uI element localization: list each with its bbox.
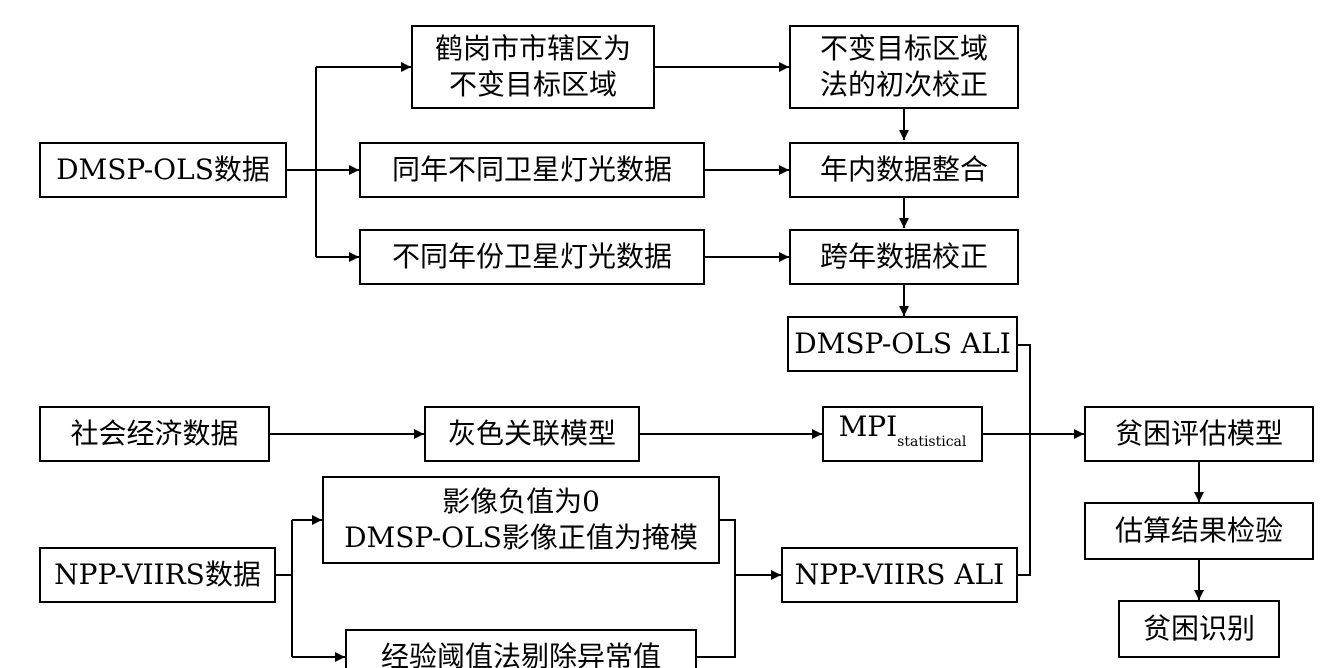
connector-npp-ali-to-model [1018, 434, 1031, 576]
node-diff-year-data: 不同年份卫星灯光数据 [359, 229, 705, 285]
node-poverty-identify: 贫困识别 [1118, 600, 1280, 658]
connector-threshold-to-merge [697, 575, 736, 658]
node-npp-data: NPP-VIIRS数据 [39, 547, 276, 603]
node-pif-correction: 不变目标区域 法的初次校正 [789, 25, 1019, 109]
node-same-year-data: 同年不同卫星灯光数据 [359, 142, 705, 198]
connector-dmsp-ali-to-model [1018, 344, 1031, 434]
node-mask: 影像负值为0 DMSP-OLS影像正值为掩模 [322, 476, 720, 564]
node-threshold: 经验阈值法剔除异常值 [345, 629, 697, 668]
mpi-subscript: statistical [897, 433, 967, 450]
mpi-label: MPI [838, 409, 898, 443]
node-hegang-region: 鹤岗市市辖区为 不变目标区域 [411, 25, 655, 109]
node-dmsp-data: DMSP-OLS数据 [39, 142, 287, 198]
node-result-verify: 估算结果检验 [1084, 502, 1314, 560]
node-dmsp-ali: DMSP-OLS ALI [787, 316, 1018, 372]
connector-mask-to-merge [720, 519, 736, 575]
node-npp-ali: NPP-VIIRS ALI [781, 547, 1018, 603]
node-socio-data: 社会经济数据 [39, 406, 270, 462]
node-inter-year: 跨年数据校正 [789, 229, 1019, 285]
node-mpi-statistical: MPIstatistical [822, 406, 983, 462]
node-intra-year: 年内数据整合 [789, 142, 1019, 198]
node-poverty-model: 贫困评估模型 [1084, 406, 1314, 462]
node-grey-model: 灰色关联模型 [424, 406, 640, 462]
